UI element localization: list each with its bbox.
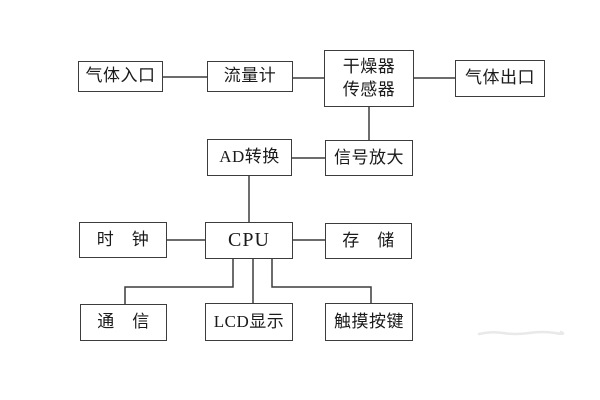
node-communication: 通 信 [80, 304, 167, 341]
node-label: 通 信 [97, 312, 150, 332]
node-flow-meter: 流量计 [207, 61, 293, 92]
edge-cpu-communication [124, 259, 234, 304]
node-storage: 存 储 [325, 223, 412, 259]
node-gas-outlet: 气体出口 [455, 60, 545, 97]
node-clock: 时 钟 [79, 222, 167, 258]
node-label: 气体出口 [465, 68, 535, 88]
node-label: 气体入口 [85, 66, 156, 86]
node-ad-converter: AD转换 [207, 139, 292, 176]
node-label: 时 钟 [96, 229, 150, 249]
node-touch-keys: 触摸按键 [325, 303, 413, 341]
node-dryer-sensor: 干燥器 传感器 [324, 50, 414, 107]
node-lcd-display: LCD显示 [205, 303, 293, 341]
node-label: 流量计 [223, 66, 277, 86]
node-label-line2: 传感器 [342, 79, 396, 99]
node-label: 触摸按键 [334, 311, 404, 331]
node-label: 存 储 [342, 230, 395, 250]
node-label: CPU [228, 229, 270, 251]
node-label: LCD显示 [213, 311, 285, 331]
node-label: 信号放大 [334, 147, 404, 167]
edge-cpu-touch-keys [271, 259, 372, 303]
node-signal-amplifier: 信号放大 [325, 140, 413, 176]
node-label-line1: 干燥器 [342, 56, 396, 76]
node-cpu: CPU [205, 222, 293, 259]
node-label: AD转换 [219, 147, 280, 167]
watermark [477, 330, 565, 336]
node-gas-inlet: 气体入口 [78, 61, 163, 92]
